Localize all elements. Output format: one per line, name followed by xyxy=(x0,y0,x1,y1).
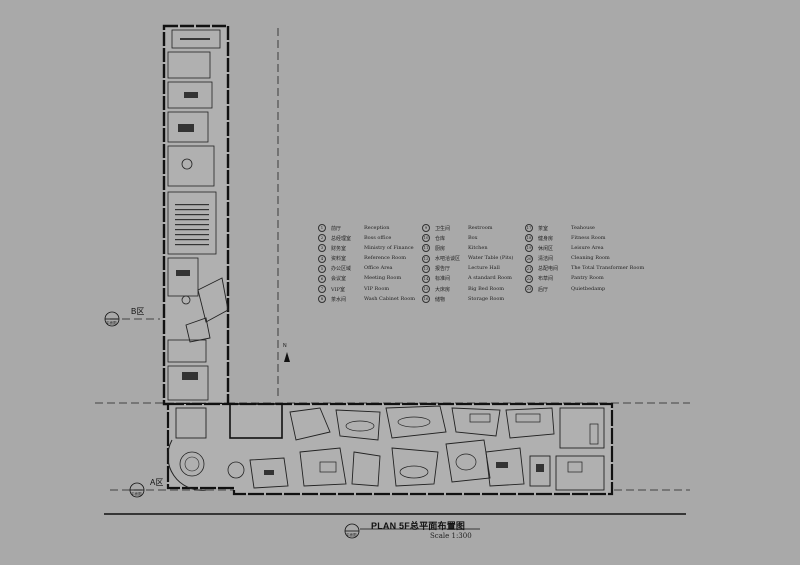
legend-cn: 茶室 xyxy=(538,225,549,232)
legend-number: 19 xyxy=(525,244,533,253)
legend-cn: 前厅 xyxy=(331,225,342,232)
legend-cn: 储物 xyxy=(435,296,446,303)
legend-en: Water Table (Pits) xyxy=(468,255,514,262)
legend-en: Big Bed Room xyxy=(468,285,505,292)
legend-en: Quietbedamp xyxy=(571,285,606,292)
legend-en: Wash Cabinet Room xyxy=(364,295,415,302)
legend-en: Cleaning Room xyxy=(571,255,610,262)
legend-number: 16 xyxy=(422,295,430,304)
legend-cn: 仓库 xyxy=(435,235,446,242)
legend-cn: 布草间 xyxy=(538,276,554,283)
legend-cn: 休闲区 xyxy=(538,245,554,252)
legend-en: Leisure Area xyxy=(571,244,604,251)
legend-number: 18 xyxy=(525,234,533,243)
legend-en: Reception xyxy=(364,224,390,231)
legend-cn: 资料室 xyxy=(331,256,347,263)
plan-title: PLAN 5F总平面布置图 xyxy=(371,521,466,531)
legend-en: Restroom xyxy=(468,224,493,231)
legend-number: 17 xyxy=(525,224,533,232)
legend-cn: 厨房 xyxy=(435,245,446,252)
legend-en: Ministry of Finance xyxy=(364,244,414,251)
legend-number: 7 xyxy=(318,285,326,294)
legend-en: The Total Transformer Room xyxy=(571,265,645,272)
legend-en: Box xyxy=(468,234,478,241)
legend-number: 12 xyxy=(422,254,430,263)
legend-number: 10 xyxy=(422,234,430,243)
a-zone-wing xyxy=(166,402,614,496)
legend-cn: 大床房 xyxy=(435,286,451,293)
zone-markers xyxy=(104,311,360,539)
legend-number: 14 xyxy=(422,274,430,283)
lecture-hall-seats xyxy=(175,204,209,246)
legend-en: Pantry Room xyxy=(571,275,604,282)
plan-scale: Scale 1:300 xyxy=(430,532,472,540)
legend-number: 23 xyxy=(525,285,533,294)
legend-number: 11 xyxy=(422,244,430,253)
legend-en: Boss office xyxy=(364,234,392,241)
legend-en: Teahouse xyxy=(571,224,595,231)
zone-b-tag: 平面图 xyxy=(106,321,117,325)
legend-cn: 后厅 xyxy=(538,286,549,293)
north-arrow-icon xyxy=(284,352,290,362)
title-tag: 平面图 xyxy=(346,533,357,537)
legend-cn: 水吧洽谈区 xyxy=(435,256,461,263)
zone-a-label: A区 xyxy=(150,478,164,487)
legend-en: Storage Room xyxy=(468,295,505,302)
legend-cn: 办公区域 xyxy=(331,266,352,273)
legend-number: 21 xyxy=(525,264,533,273)
legend-cn: 健身房 xyxy=(538,235,554,242)
legend-cn: 总经理室 xyxy=(331,235,352,242)
legend-number: 5 xyxy=(318,264,326,273)
b-zone-wing xyxy=(162,24,230,406)
legend-cn: 卫生间 xyxy=(435,225,451,232)
legend-en: Office Area xyxy=(364,265,393,272)
legend-number: 1 xyxy=(318,224,326,232)
legend-number: 8 xyxy=(318,295,326,304)
legend-en: Kitchen xyxy=(468,244,488,251)
legend-en: Lecture Hall xyxy=(468,265,500,272)
legend-en: A standard Room xyxy=(468,275,512,282)
legend-number: 22 xyxy=(525,274,533,283)
legend-en: Reference Room xyxy=(364,255,406,262)
legend-en: Fitness Room xyxy=(571,234,606,241)
legend-number: 3 xyxy=(318,244,326,253)
legend-number: 9 xyxy=(422,224,430,232)
legend-cn: 茶水间 xyxy=(331,296,347,303)
legend-en: VIP Room xyxy=(364,285,390,292)
legend-cn: 总配电间 xyxy=(538,266,559,273)
legend-number: 15 xyxy=(422,285,430,294)
legend-cn: 报告厅 xyxy=(435,266,451,273)
legend-number: 4 xyxy=(318,254,326,263)
legend-number: 6 xyxy=(318,274,326,283)
legend-en: Meeting Room xyxy=(364,275,402,282)
legend-cn: VIP室 xyxy=(331,286,345,293)
legend-cn: 清洁间 xyxy=(538,256,554,263)
zone-b-label: B区 xyxy=(131,307,145,316)
north-label: N xyxy=(283,343,287,349)
legend-cn: 财务室 xyxy=(331,245,347,252)
legend-number: 13 xyxy=(422,264,430,273)
legend-cn: 会议室 xyxy=(331,276,347,283)
legend-cn: 标准间 xyxy=(435,276,451,283)
legend-number: 20 xyxy=(525,254,533,263)
legend-number: 2 xyxy=(318,234,326,243)
zone-a-tag: 平面图 xyxy=(131,492,142,496)
